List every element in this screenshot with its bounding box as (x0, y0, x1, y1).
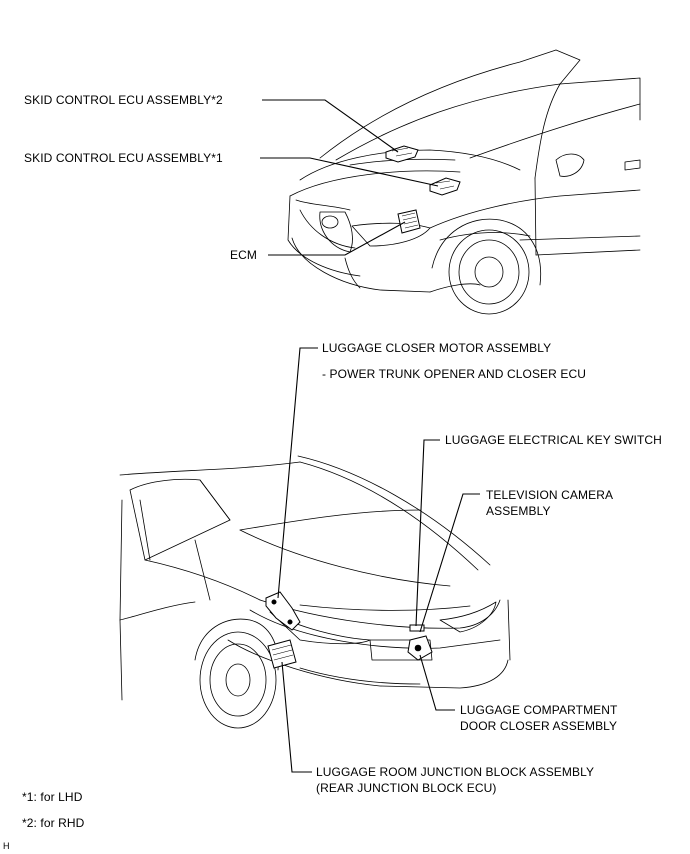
rear-car-illustration (119, 455, 511, 729)
ecm-part (397, 209, 421, 234)
label-door-closer-line2: DOOR CLOSER ASSEMBLY (460, 719, 618, 733)
label-skid-control-ecu-2: SKID CONTROL ECU ASSEMBLY*2 (24, 93, 223, 107)
note-rhd: *2: for RHD (22, 816, 85, 830)
label-junction-block-line1: LUGGAGE ROOM JUNCTION BLOCK ASSEMBLY (316, 765, 595, 779)
corner-mark: H (3, 841, 10, 851)
front-car-illustration (287, 49, 641, 315)
luggage-key-switch-part (409, 624, 425, 632)
luggage-door-closer-part (407, 635, 433, 661)
skid-ecu-1-leader (260, 157, 439, 187)
junction-block-leader (281, 661, 312, 773)
label-power-trunk-ecu: - POWER TRUNK OPENER AND CLOSER ECU (322, 367, 586, 381)
label-junction-block-line2: (REAR JUNCTION BLOCK ECU) (316, 781, 497, 795)
key-switch-leader (415, 439, 440, 627)
label-luggage-key-switch: LUGGAGE ELECTRICAL KEY SWITCH (445, 433, 662, 447)
luggage-closer-motor-part (265, 591, 301, 631)
label-ecm: ECM (230, 248, 257, 262)
skid-ecu-2-leader (262, 99, 399, 153)
ecm-leader (268, 221, 406, 256)
luggage-closer-motor-leader (277, 347, 318, 599)
door-closer-leader (419, 654, 455, 711)
tv-camera-leader (419, 493, 480, 633)
luggage-room-junction-block-part (267, 639, 297, 669)
skid-control-ecu-2-part (385, 145, 419, 163)
label-tv-camera-line2: ASSEMBLY (486, 504, 551, 518)
skid-control-ecu-1-part (429, 177, 461, 196)
label-skid-control-ecu-1: SKID CONTROL ECU ASSEMBLY*1 (24, 151, 223, 165)
label-door-closer-line1: LUGGAGE COMPARTMENT (460, 703, 618, 717)
label-tv-camera-line1: TELEVISION CAMERA (486, 488, 614, 502)
label-luggage-closer-motor: LUGGAGE CLOSER MOTOR ASSEMBLY (322, 341, 552, 355)
note-lhd: *1: for LHD (22, 790, 83, 804)
